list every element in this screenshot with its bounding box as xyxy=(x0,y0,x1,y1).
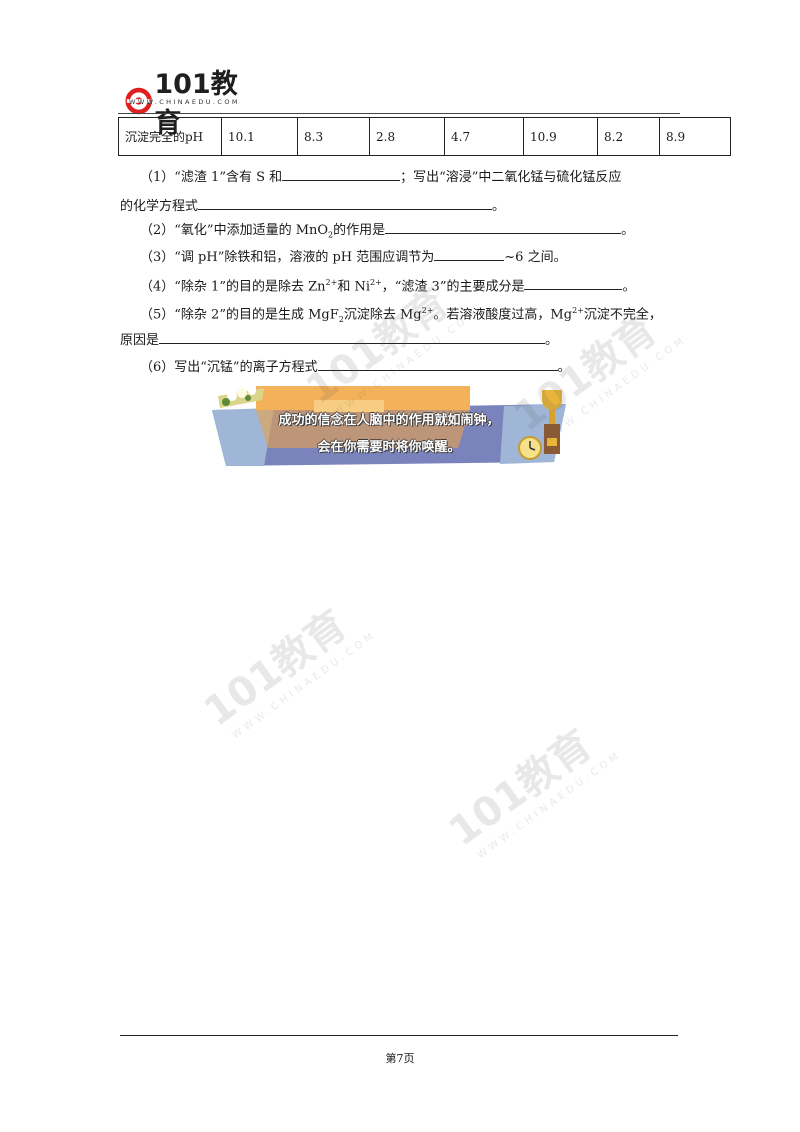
alarm-clock-icon xyxy=(518,436,542,460)
answer-blank[interactable] xyxy=(524,275,623,291)
banner-line-1: 成功的信念在人脑中的作用就如闹钟， xyxy=(278,413,500,428)
table-cell: 10.9 xyxy=(523,117,598,156)
logo-ring-icon xyxy=(125,87,152,115)
answer-blank[interactable] xyxy=(198,195,493,210)
banner-line-2: 会在你需要时将你唤醒。 xyxy=(317,440,461,455)
watermark: 101教育 WWW.CHINAEDU.COM xyxy=(195,601,379,742)
answer-blank[interactable] xyxy=(434,246,505,261)
table-cell: 8.2 xyxy=(597,117,660,156)
question-6: （6）写出“沉锰”的离子方程式。 xyxy=(140,356,571,378)
watermark: 101教育 WWW.CHINAEDU.COM xyxy=(440,721,624,862)
answer-blank[interactable] xyxy=(282,166,401,181)
table-row-label: 沉淀完全的pH xyxy=(118,117,222,156)
ph-table: 沉淀完全的pH 10.1 8.3 2.8 4.7 10.9 8.2 8.9 xyxy=(118,117,731,156)
question-5: （5）“除杂 2”的目的是生成 MgF2沉淀除去 Mg2+。若溶液酸度过高，Mg… xyxy=(140,306,662,324)
question-1: （1）“滤渣 1”含有 S 和；写出“溶浸”中二氧化锰与硫化锰反应 xyxy=(140,166,621,188)
answer-blank[interactable] xyxy=(317,356,558,371)
header-divider xyxy=(118,113,680,114)
question-2: （2）“氧化”中添加适量的 MnO2的作用是。 xyxy=(140,219,634,246)
table-row: 沉淀完全的pH 10.1 8.3 2.8 4.7 10.9 8.2 8.9 xyxy=(118,117,731,156)
page-number: 第7页 xyxy=(385,1052,415,1065)
trophy-icon xyxy=(542,390,562,454)
flower-bouquet-icon xyxy=(218,387,264,408)
answer-blank[interactable] xyxy=(385,219,622,234)
motivation-banner: 成功的信念在人脑中的作用就如闹钟， 会在你需要时将你唤醒。 xyxy=(204,378,574,470)
table-cell: 4.7 xyxy=(444,117,524,156)
question-3: （3）“调 pH”除铁和铝，溶液的 pH 范围应调节为~6 之间。 xyxy=(140,246,567,268)
question-5-cont: 原因是。 xyxy=(120,329,558,351)
answer-blank[interactable] xyxy=(159,329,546,344)
footer-divider xyxy=(120,1035,678,1036)
table-cell: 2.8 xyxy=(369,117,445,156)
logo-url: WWW.CHINAEDU.COM xyxy=(129,98,240,106)
table-cell: 8.3 xyxy=(297,117,370,156)
banner-illustration xyxy=(212,386,566,466)
table-cell: 10.1 xyxy=(221,117,298,156)
table-cell: 8.9 xyxy=(659,117,731,156)
logo: 101教育 WWW.CHINAEDU.COM xyxy=(125,62,255,139)
question-1-cont: 的化学方程式。 xyxy=(120,195,505,217)
question-4: （4）“除杂 1”的目的是除去 Zn2+和 Ni2+，“滤渣 3”的主要成分是。 xyxy=(140,273,636,297)
